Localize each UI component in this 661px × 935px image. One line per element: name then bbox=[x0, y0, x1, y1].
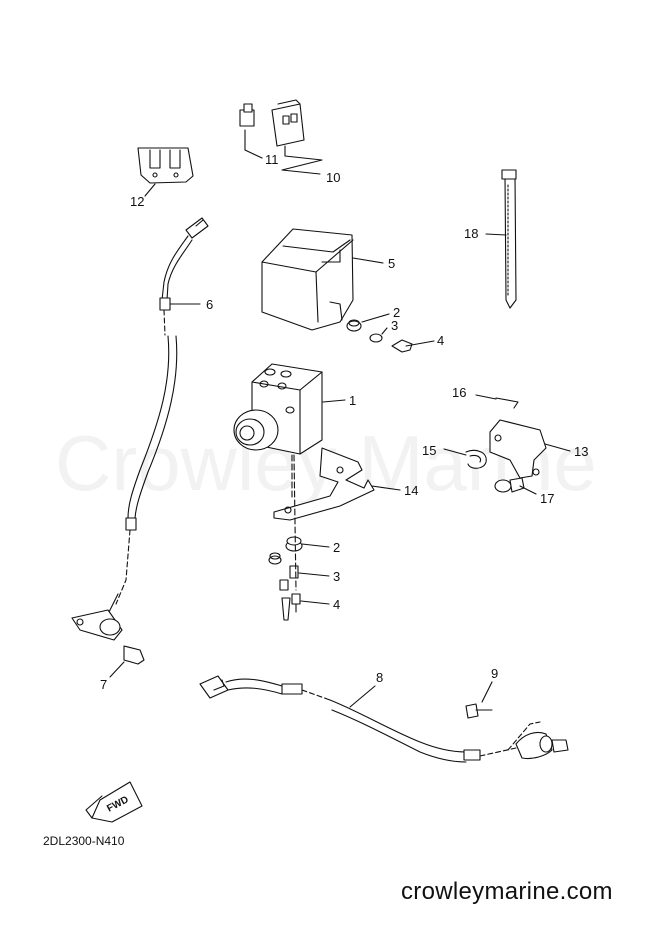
footer-url[interactable]: crowleymarine.com bbox=[401, 878, 613, 905]
part-3-collar-lower[interactable] bbox=[279, 565, 330, 591]
part-1-hydraulic-unit[interactable] bbox=[233, 363, 346, 501]
part-15-clamp[interactable] bbox=[443, 448, 487, 469]
callout-3-lower: 3 bbox=[333, 569, 340, 584]
callout-4-lower: 4 bbox=[333, 597, 340, 612]
callout-6: 6 bbox=[206, 297, 213, 312]
part-14-bracket[interactable] bbox=[273, 447, 401, 521]
callout-3-upper: 3 bbox=[391, 318, 398, 333]
part-12-bracket[interactable] bbox=[137, 147, 194, 197]
part-4-bolt-upper[interactable] bbox=[391, 339, 435, 353]
callout-18: 18 bbox=[464, 226, 478, 241]
callout-8: 8 bbox=[376, 670, 383, 685]
part-7-front-sensor[interactable] bbox=[71, 609, 145, 678]
part-code: 2DL2300-N410 bbox=[43, 834, 125, 848]
part-8-rear-sensor-lead[interactable] bbox=[199, 675, 517, 763]
part-13-bracket[interactable] bbox=[489, 419, 571, 479]
callout-4-upper: 4 bbox=[437, 333, 444, 348]
callout-1: 1 bbox=[349, 393, 356, 408]
callout-14: 14 bbox=[404, 483, 418, 498]
part-10-connector[interactable] bbox=[271, 99, 323, 175]
part-5-cover[interactable] bbox=[261, 228, 384, 331]
part-9-bolt[interactable] bbox=[465, 681, 493, 719]
rear-wheel-sensor[interactable] bbox=[507, 721, 569, 760]
part-11-connector[interactable] bbox=[239, 103, 263, 159]
callout-13: 13 bbox=[574, 444, 588, 459]
part-3-collar-upper[interactable] bbox=[369, 327, 388, 343]
callout-2-upper: 2 bbox=[393, 305, 400, 320]
callout-12: 12 bbox=[130, 194, 144, 209]
part-16-clip[interactable] bbox=[475, 394, 519, 409]
part-6-sensor-lead[interactable] bbox=[107, 217, 209, 615]
callout-7: 7 bbox=[100, 677, 107, 692]
callout-5: 5 bbox=[388, 256, 395, 271]
callout-9: 9 bbox=[491, 666, 498, 681]
callout-11: 11 bbox=[265, 152, 279, 167]
part-2-grommet-lower[interactable] bbox=[268, 536, 330, 565]
callout-15: 15 bbox=[422, 443, 436, 458]
part-17-bolt[interactable] bbox=[494, 477, 537, 495]
callout-17: 17 bbox=[540, 491, 554, 506]
part-2-grommet-upper[interactable] bbox=[346, 313, 390, 332]
callout-16: 16 bbox=[452, 385, 466, 400]
part-18-cable-tie[interactable] bbox=[485, 169, 517, 309]
callout-10: 10 bbox=[326, 170, 340, 185]
fwd-arrow-icon bbox=[85, 781, 143, 823]
part-4-bolt-lower[interactable] bbox=[281, 454, 330, 621]
callout-2-lower: 2 bbox=[333, 540, 340, 555]
